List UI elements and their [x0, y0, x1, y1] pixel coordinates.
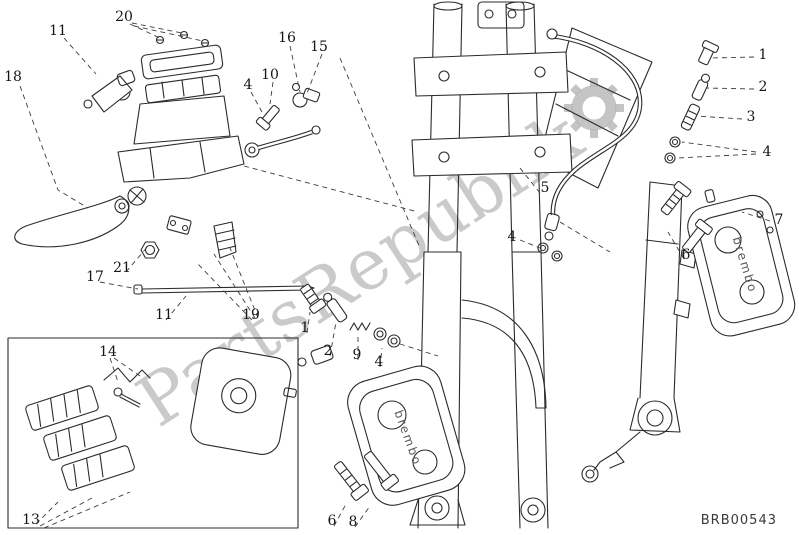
front-fork-assembly — [409, 1, 653, 529]
hose-clamp-parts — [255, 82, 321, 131]
drawing-code: BRB00543 — [700, 513, 777, 528]
master-cylinder-assembly — [14, 30, 321, 295]
leader-lines — [19, 22, 771, 529]
caliper-bolt — [660, 180, 692, 216]
caliper-bolt — [363, 451, 399, 491]
gear-icon — [564, 78, 624, 138]
right-fork-slider — [581, 181, 697, 483]
bleed-fitting-parts — [664, 40, 720, 164]
brake-pads-inset-box — [7, 337, 299, 529]
front-brake-caliper-left: brembo — [297, 345, 466, 506]
caliper-bolt — [682, 218, 713, 254]
caliper-bolt — [333, 461, 369, 501]
banjo-bolt-washer-parts — [300, 283, 401, 348]
brake-hose — [537, 28, 643, 262]
front-brake-caliper-right: brembo — [660, 180, 796, 337]
